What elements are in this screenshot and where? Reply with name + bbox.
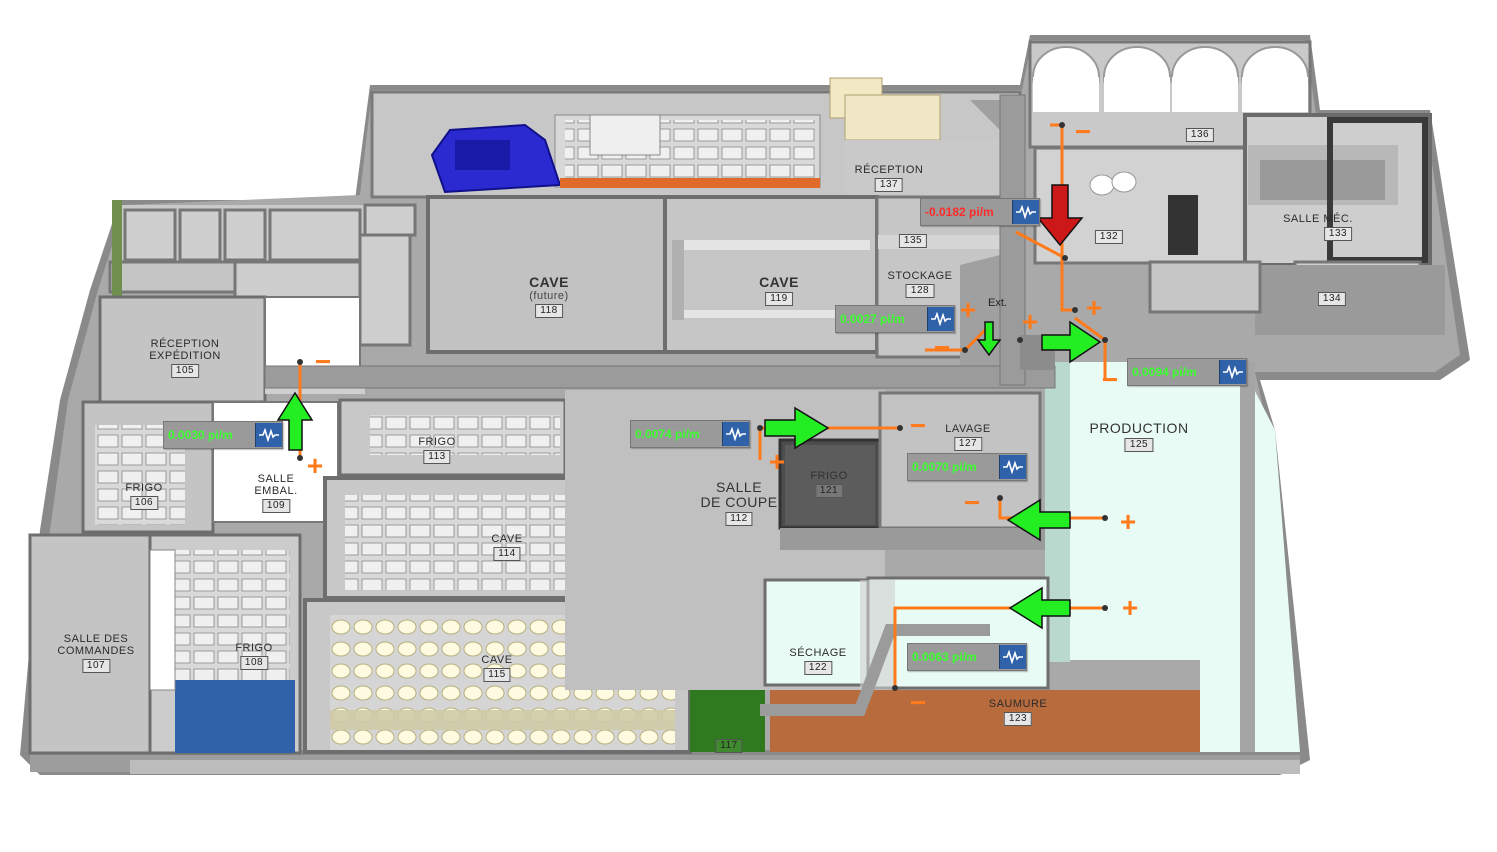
- waveform-icon: [722, 422, 749, 446]
- pressure-readout-lavage[interactable]: 0.0070 pi/m: [907, 453, 1027, 481]
- plus-sign-icon: +: [768, 446, 786, 477]
- room-109: SALLE EMBAL. 109: [254, 473, 298, 513]
- airflow-arrow-up: [276, 391, 314, 451]
- airflow-arrow-down: [976, 321, 1002, 357]
- minus-sign-icon: −: [933, 332, 951, 363]
- room-134: 134: [1317, 290, 1347, 306]
- room-135: 135: [898, 232, 928, 248]
- room-125: PRODUCTION 125: [1089, 420, 1189, 452]
- waveform-icon: [999, 455, 1026, 479]
- room-112: SALLE DE COUPE 112: [700, 479, 778, 526]
- ventilation-ducts: [264, 94, 1056, 716]
- room-132: 132: [1094, 228, 1124, 244]
- airflow-arrow-into-lavage: [1006, 498, 1071, 542]
- corridor-wall: [780, 528, 1050, 550]
- plus-sign-icon: +: [1121, 592, 1139, 623]
- pressure-value: 0.0030 pi/m: [168, 428, 233, 442]
- plus-sign-icon: +: [306, 450, 324, 481]
- pressure-value: 0.0074 pi/m: [635, 427, 700, 441]
- room-108: FRIGO 108: [235, 642, 273, 670]
- exterior-label: Ext.: [988, 297, 1007, 309]
- room-119: CAVE 119: [759, 274, 799, 306]
- waveform-icon: [1012, 200, 1039, 224]
- minus-sign-icon: −: [1074, 116, 1092, 147]
- waveform-icon: [255, 423, 282, 447]
- minus-sign-icon: −: [909, 410, 927, 441]
- pressure-value: -0.0182 pi/m: [925, 205, 994, 219]
- plus-sign-icon: +: [1021, 306, 1039, 337]
- pressure-value: 0.0027 pi/m: [840, 312, 905, 326]
- room-122: SÉCHAGE 122: [789, 647, 847, 675]
- airflow-arrow-into-saumure: [1008, 586, 1071, 630]
- airflow-arrow-east: [1041, 320, 1102, 364]
- minus-sign-icon: −: [909, 687, 927, 718]
- room-106: FRIGO 106: [125, 482, 163, 510]
- room-105: RÉCEPTION EXPÉDITION 105: [149, 338, 221, 378]
- pressure-readout-stockage[interactable]: 0.0027 pi/m: [835, 305, 955, 333]
- room-114: CAVE 114: [491, 533, 523, 561]
- minus-sign-icon: −: [963, 487, 981, 518]
- minus-sign-icon: −: [314, 346, 332, 377]
- pressure-readout-reception[interactable]: -0.0182 pi/m: [920, 198, 1040, 226]
- pressure-value: 0.0070 pi/m: [912, 460, 977, 474]
- room-133: SALLE MÉC. 133: [1283, 213, 1353, 241]
- exhaust-arrow: [1036, 184, 1084, 247]
- room-137: RÉCEPTION 137: [854, 164, 924, 192]
- room-132: [1033, 146, 1247, 265]
- reception-bay-137: [370, 77, 1022, 199]
- room-128: STOCKAGE 128: [887, 270, 953, 298]
- cave-rooms-118-119: [426, 195, 879, 354]
- north-west-rooms: [108, 200, 417, 347]
- waveform-icon: [1219, 360, 1246, 384]
- pressure-readout-production[interactable]: 0.0094 pi/m: [1127, 358, 1247, 386]
- minus-sign-icon: −: [1101, 364, 1119, 395]
- room-118: CAVE (future) 118: [529, 274, 569, 318]
- east-wing: [1148, 260, 1445, 335]
- room-107: SALLE DES COMMANDES 107: [57, 633, 135, 673]
- room-117: 117: [715, 737, 743, 753]
- room-123: SAUMURE 123: [988, 698, 1048, 726]
- waveform-icon: [927, 307, 954, 331]
- pressure-readout-emballage[interactable]: 0.0030 pi/m: [163, 421, 283, 449]
- airflow-arrows: [276, 184, 1102, 630]
- room-121: FRIGO 121: [810, 470, 848, 498]
- sensor-points: [297, 122, 1108, 691]
- pressure-value: 0.0063 pi/m: [912, 650, 977, 664]
- pressure-readout-saumure[interactable]: 0.0063 pi/m: [907, 643, 1027, 671]
- plus-sign-icon: +: [959, 294, 977, 325]
- salle-mec-133: [1243, 113, 1432, 267]
- airflow-arrow-into-frigo: [764, 406, 830, 450]
- room-113: FRIGO 113: [418, 436, 456, 464]
- pressure-readout-coupe[interactable]: 0.0074 pi/m: [630, 420, 750, 448]
- plus-sign-icon: +: [1119, 506, 1137, 537]
- waveform-icon: [999, 645, 1026, 669]
- room-115: CAVE 115: [481, 654, 513, 682]
- plus-sign-icon: +: [1085, 292, 1103, 323]
- frigo-113: [338, 398, 567, 477]
- south-west-rooms: [28, 533, 302, 755]
- pressure-value: 0.0094 pi/m: [1132, 365, 1197, 379]
- room-127: LAVAGE 127: [945, 423, 991, 451]
- room-136: 136: [1185, 126, 1215, 142]
